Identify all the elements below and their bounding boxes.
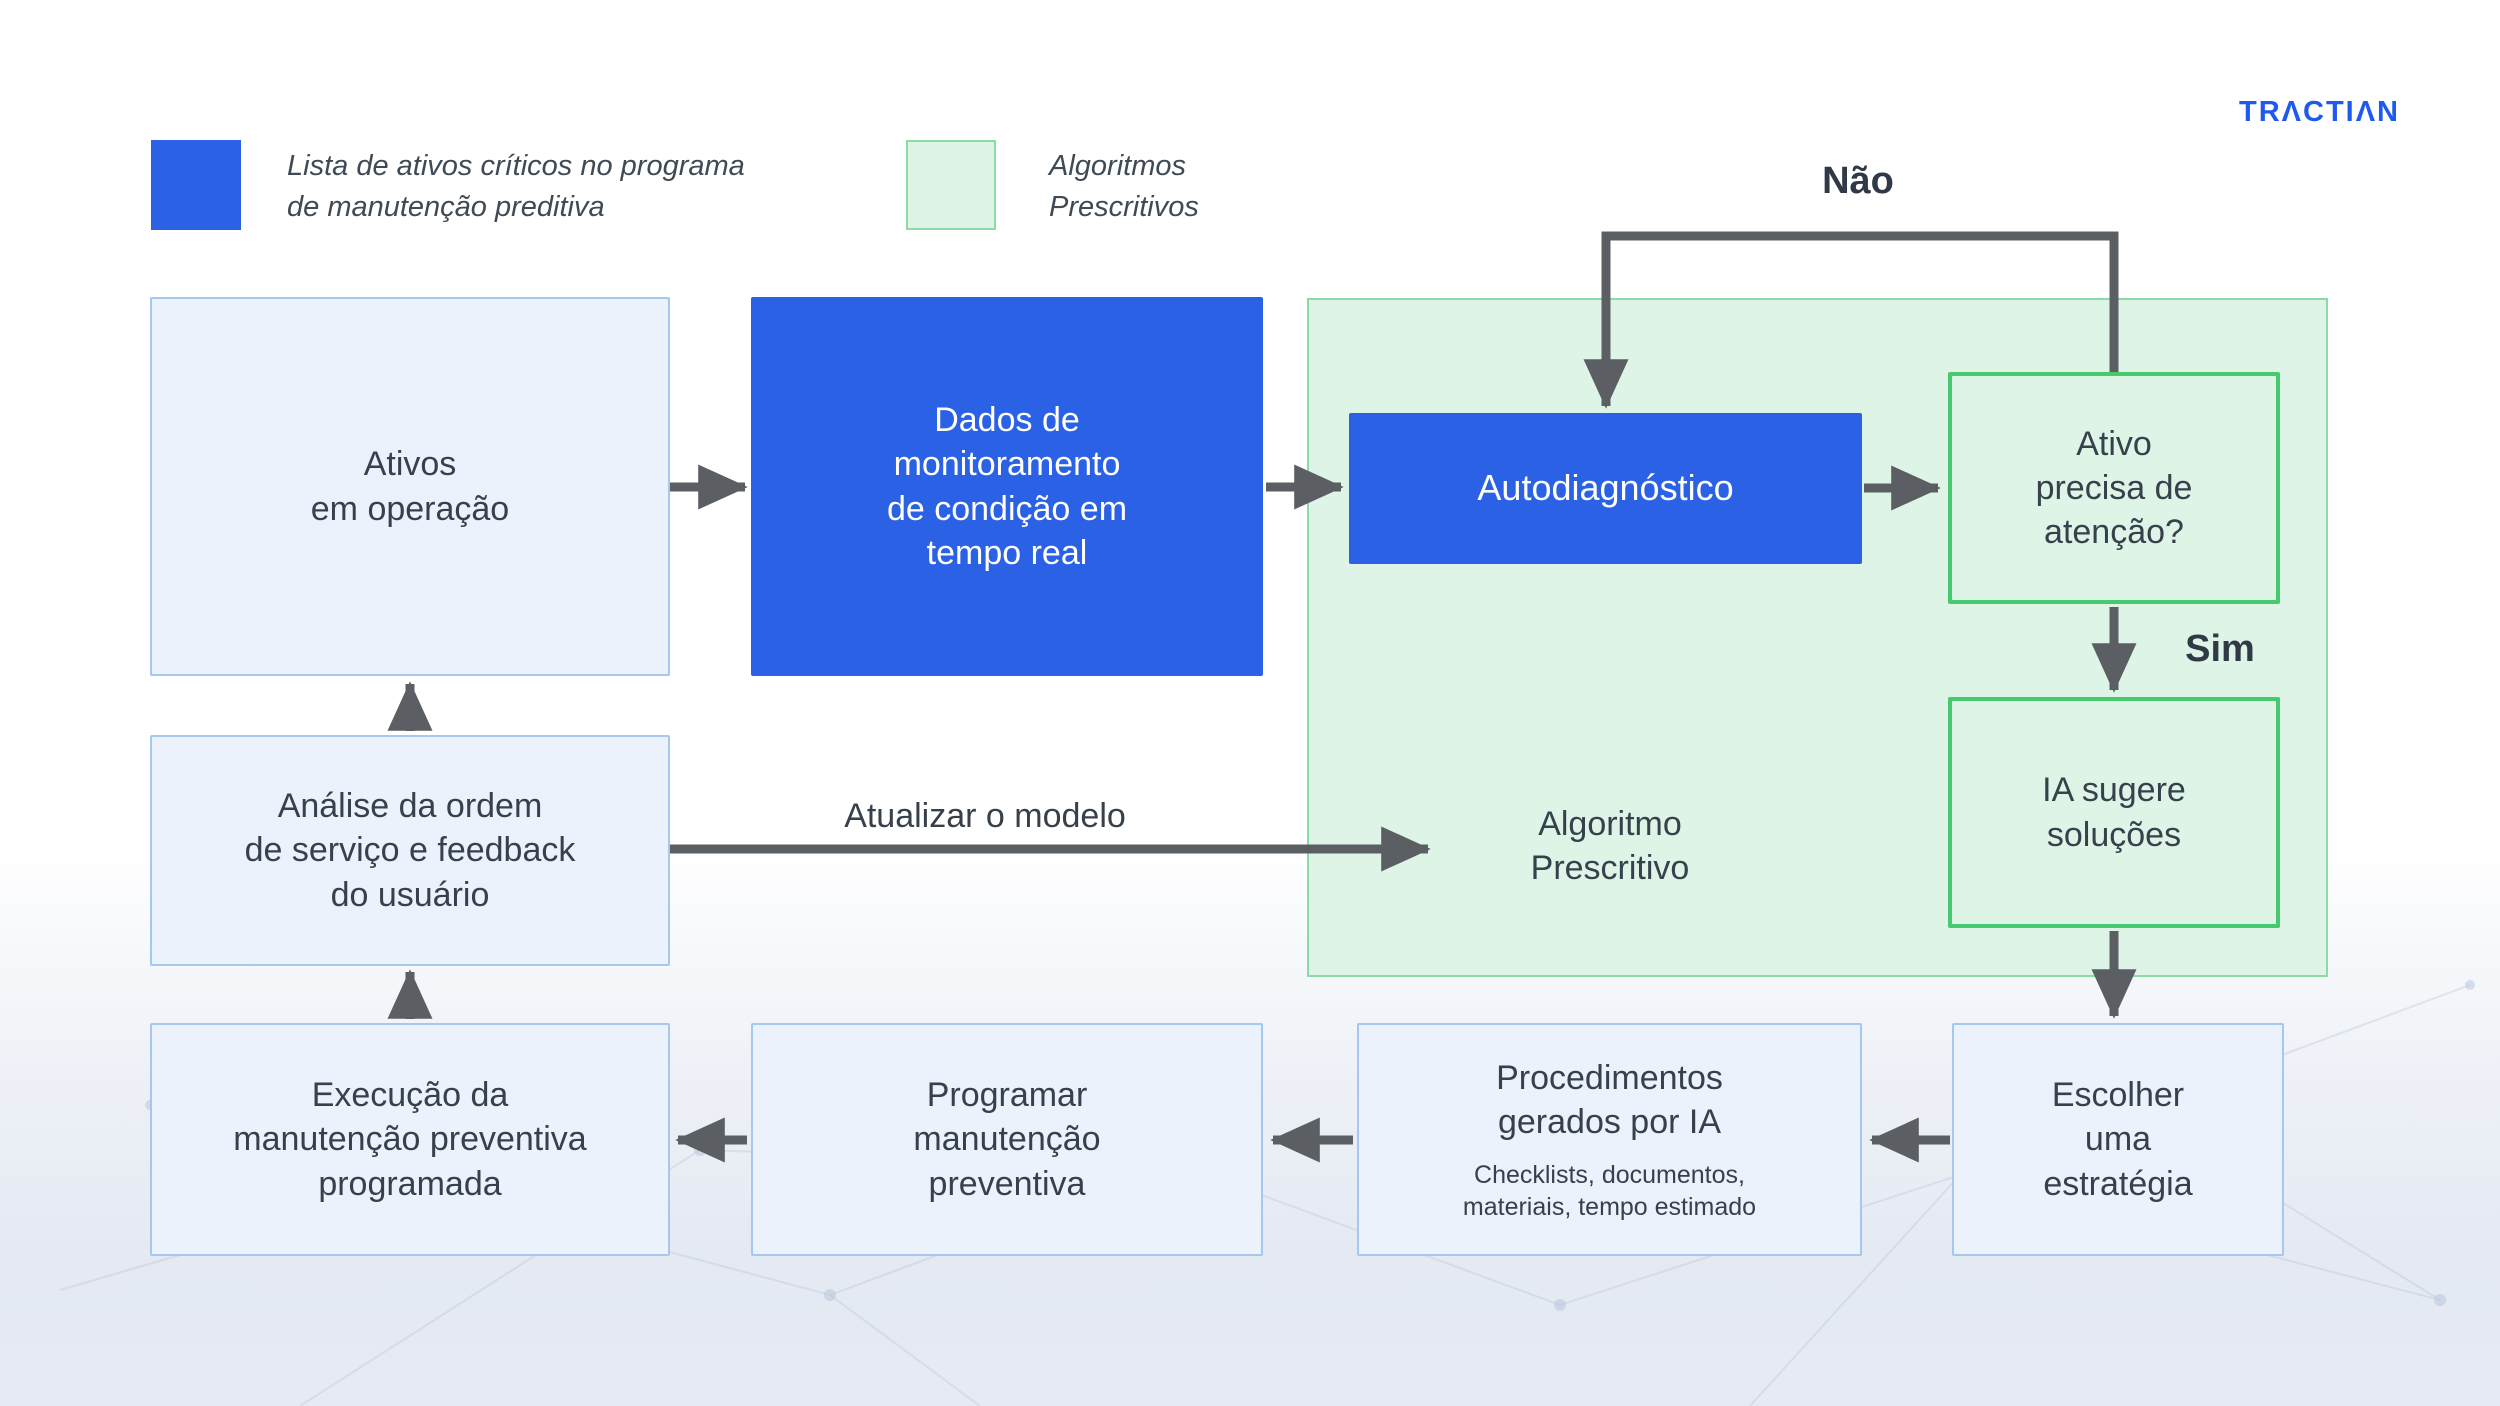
label-algoritmo-prescritivo: Algoritmo Prescritivo (1530, 805, 1690, 888)
node-title: Procedimentos gerados por IA (1496, 1058, 1723, 1141)
node-programar-manutencao: Programar manutenção preventiva (751, 1023, 1263, 1256)
node-label: Ativo precisa de atenção? (2035, 424, 2193, 552)
legend-label-prescriptive-algorithms: Algoritmos Prescritivos (1049, 150, 1199, 223)
legend-label-critical-assets: Lista de ativos críticos no programa de … (287, 150, 745, 223)
node-label: Escolher uma estratégia (2043, 1076, 2193, 1203)
node-dados-monitoramento: Dados de monitoramento de condição em te… (751, 297, 1263, 676)
node-label: IA sugere soluções (2042, 771, 2186, 854)
node-procedimentos-ia: Procedimentos gerados por IA Checklists,… (1357, 1023, 1862, 1256)
legend-swatch-prescriptive-algorithms (906, 140, 996, 230)
node-label: Programar manutenção preventiva (913, 1076, 1101, 1203)
node-label: Análise da ordem de serviço e feedback d… (244, 787, 576, 914)
node-label: Autodiagnóstico (1477, 467, 1734, 509)
node-ativos-em-operacao: Ativos em operação (150, 297, 670, 676)
node-autodiagnostico: Autodiagnóstico (1349, 413, 1862, 564)
edge-label-nao: Não (1822, 160, 1894, 202)
node-ia-sugere-solucoes: IA sugere soluções (1948, 697, 2280, 928)
node-ativo-precisa-atencao: Ativo precisa de atenção? (1948, 372, 2280, 604)
edge-label-sim: Sim (2185, 628, 2255, 670)
node-label: Dados de monitoramento de condição em te… (886, 401, 1128, 572)
node-label: Execução da manutenção preventiva progra… (233, 1076, 587, 1203)
node-label: Ativos em operação (310, 445, 510, 528)
node-execucao-manutencao: Execução da manutenção preventiva progra… (150, 1023, 670, 1256)
node-analise-ordem-servico: Análise da ordem de serviço e feedback d… (150, 735, 670, 966)
legend-swatch-critical-assets (151, 140, 241, 230)
edge-label-atualizar-modelo: Atualizar o modelo (844, 797, 1126, 835)
node-escolher-estrategia: Escolher uma estratégia (1952, 1023, 2284, 1256)
node-subtitle: Checklists, documentos, materiais, tempo… (1462, 1161, 1757, 1221)
arrow-nao-loop (1583, 231, 2119, 409)
tractian-logo: TRΛCTIΛN (2239, 96, 2400, 128)
